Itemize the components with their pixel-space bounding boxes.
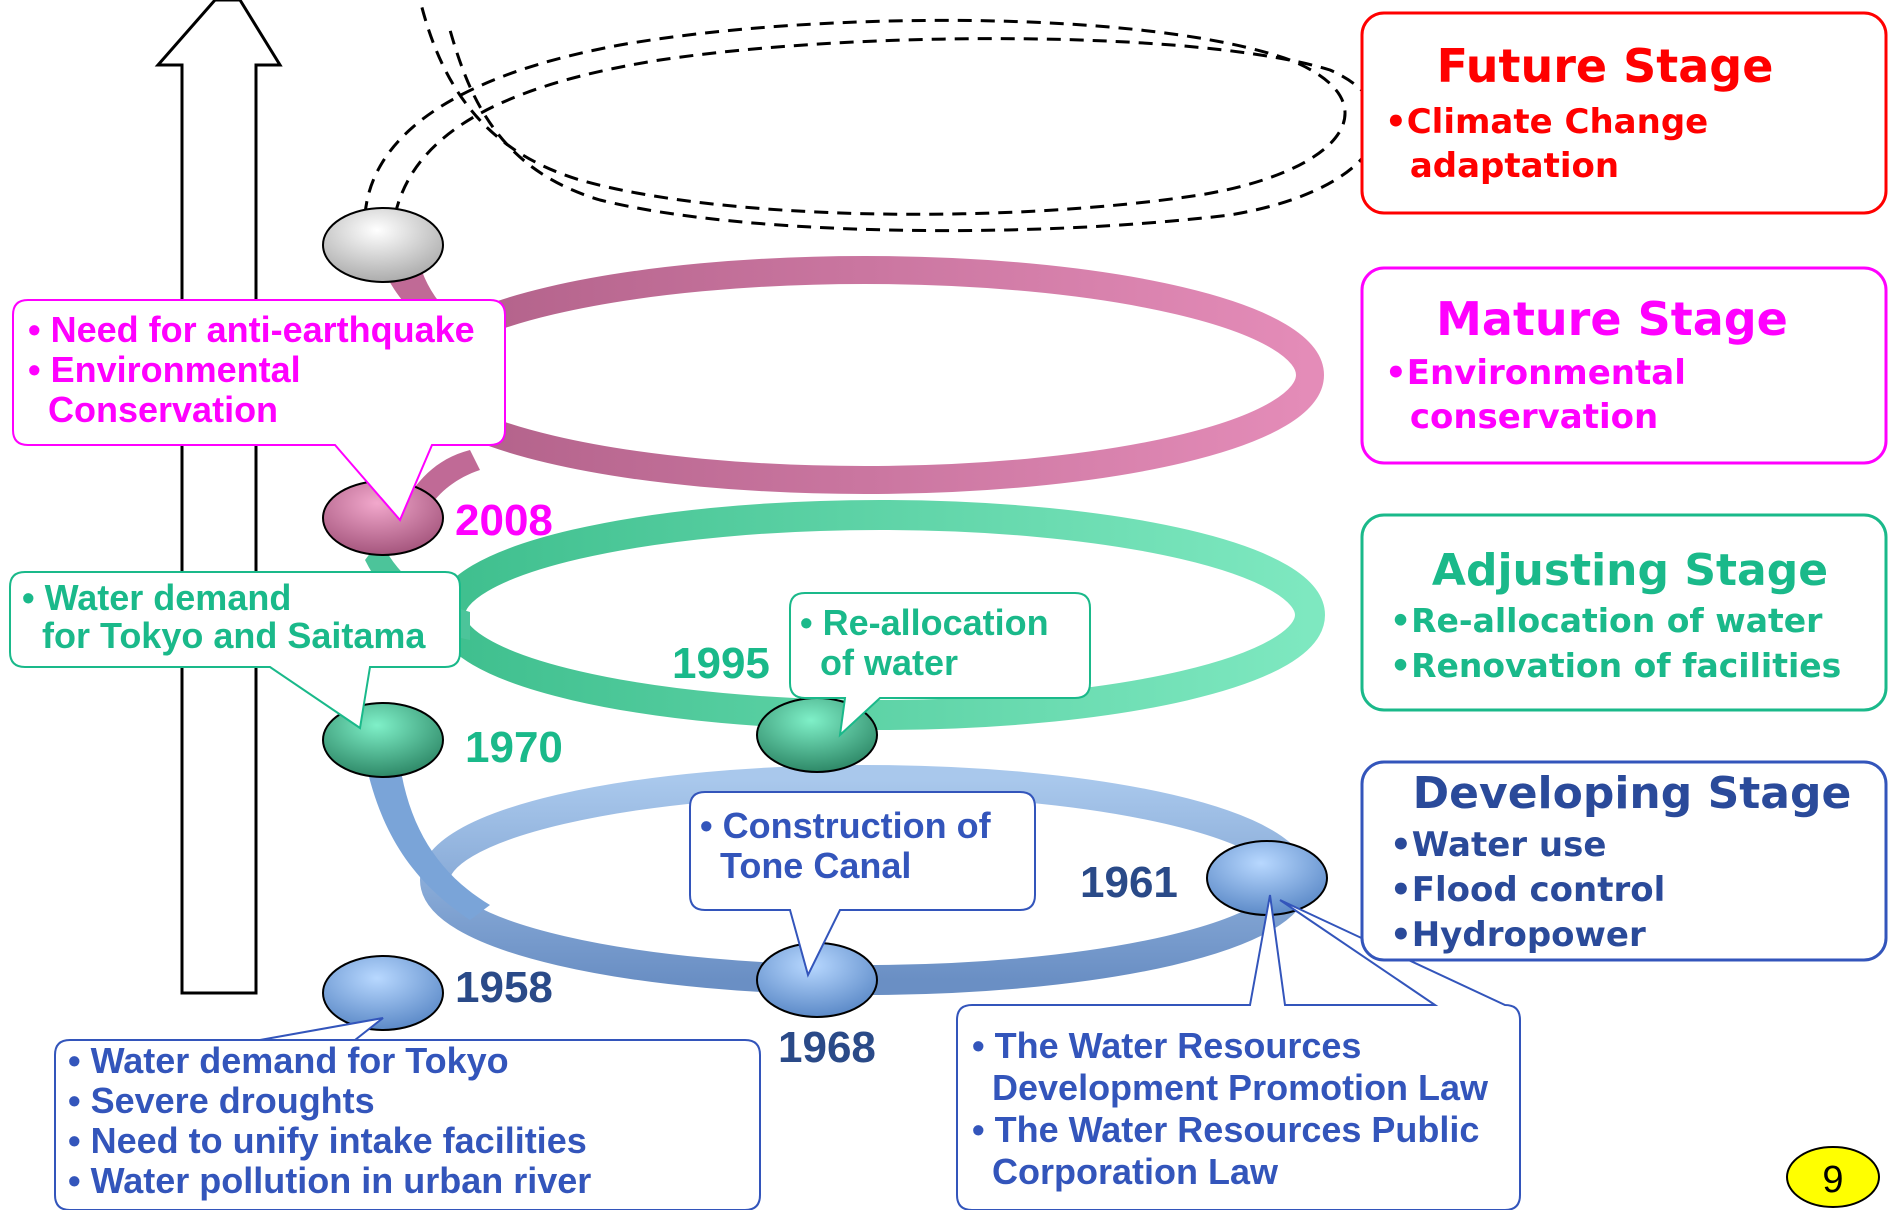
stage-developing-item-1: •Water use <box>1390 825 1606 865</box>
node-1961 <box>1206 840 1328 916</box>
svg-text:•Climate Change adaptat: •Climate Change adaptation <box>1385 102 1720 186</box>
callout-laws-line-2: Development Promotion Law <box>972 1067 1489 1108</box>
stage-box-adjusting: Adjusting Stage •Re-allocation of water … <box>1360 513 1888 712</box>
callout-tokyo-1958-line-2: • Severe droughts <box>68 1080 375 1121</box>
page-number: 9 <box>1822 1159 1843 1201</box>
callout-reallocation: • Re-allocation of water <box>789 592 1091 738</box>
stage-future-item-1: •Climate Change <box>1385 102 1708 142</box>
svg-text:• Water demand for Tokyo: • Water demand for Tokyo • Severe drough… <box>68 1040 597 1201</box>
node-future <box>322 207 444 283</box>
callout-reallocation-line-1: • Re-allocation <box>800 602 1049 643</box>
stage-box-future: Future Stage •Climate Change adaptation <box>1360 11 1888 215</box>
svg-text:• The Water Resources: • The Water Resources Development Promot… <box>972 1025 1498 1192</box>
stage-developing-item-2: •Flood control <box>1390 870 1665 910</box>
stage-box-developing: Developing Stage •Water use •Flood contr… <box>1360 760 1888 962</box>
callout-tokyo-1958-line-1: • Water demand for Tokyo <box>68 1040 509 1081</box>
year-2008: 2008 <box>455 496 553 545</box>
year-1961: 1961 <box>1080 858 1178 907</box>
callout-laws-line-4: Corporation Law <box>972 1151 1279 1192</box>
callout-tokyo-saitama-line-1: • Water demand <box>22 577 291 618</box>
callout-earthquake-line-1: • Need for anti-earthquake <box>28 309 475 350</box>
year-1958: 1958 <box>455 963 553 1012</box>
callout-tokyo-saitama: • Water demand for Tokyo and Saitama <box>9 571 461 730</box>
svg-text:• Need for anti-earthquake: • Need for anti-earthquake • Environment… <box>28 309 485 430</box>
svg-text:• Water demand for Tok: • Water demand for Tokyo and Saitama <box>22 577 426 656</box>
svg-text:• Construction of Tone: • Construction of Tone Canal <box>700 805 1001 886</box>
stage-future-item-2: adaptation <box>1398 146 1619 186</box>
callout-tone-canal-line-1: • Construction of <box>700 805 992 846</box>
stage-title-future: Future Stage <box>1437 39 1774 93</box>
callout-tone-canal: • Construction of Tone Canal <box>689 791 1036 978</box>
stage-mature-item-2: conservation <box>1398 397 1658 437</box>
svg-text:•Environmental conserva: •Environmental conservation <box>1385 353 1698 437</box>
callout-reallocation-line-2: of water <box>800 642 958 683</box>
stage-box-mature: Mature Stage •Environmental conservation <box>1360 266 1888 465</box>
stage-title-mature: Mature Stage <box>1436 292 1788 346</box>
year-1968: 1968 <box>778 1023 876 1072</box>
stage-adjusting-item-2: •Renovation of facilities <box>1390 646 1841 685</box>
node-1958 <box>322 955 444 1031</box>
page-number-badge: 9 <box>1786 1146 1880 1208</box>
callout-laws-line-1: • The Water Resources <box>972 1025 1361 1066</box>
svg-text:•Re-allocation of water: •Re-allocation of water •Renovation of f… <box>1390 601 1841 685</box>
stage-adjusting-item-1: •Re-allocation of water <box>1390 601 1823 640</box>
callout-tokyo-1958-line-3: • Need to unify intake facilities <box>68 1120 587 1161</box>
callout-laws-line-3: • The Water Resources Public <box>972 1109 1479 1150</box>
callout-earthquake-line-3: Conservation <box>28 389 278 430</box>
year-1995: 1995 <box>672 639 770 688</box>
callout-tokyo-saitama-line-2: for Tokyo and Saitama <box>22 615 426 656</box>
stage-title-adjusting: Adjusting Stage <box>1432 545 1828 596</box>
stage-developing-item-3: •Hydropower <box>1390 915 1646 955</box>
svg-text:•Water use •Flood contro: •Water use •Flood control •Hydropower <box>1390 825 1677 955</box>
stage-title-developing: Developing Stage <box>1413 768 1852 819</box>
callout-earthquake: • Need for anti-earthquake • Environment… <box>12 299 506 522</box>
callout-earthquake-line-2: • Environmental <box>28 349 301 390</box>
year-1970: 1970 <box>465 723 563 772</box>
mature-ring <box>380 256 1324 525</box>
future-ring <box>363 0 1380 233</box>
svg-text:• Re-allocation of wat: • Re-allocation of water <box>800 602 1059 683</box>
up-arrow-icon <box>154 0 283 995</box>
callout-tokyo-1958: • Water demand for Tokyo • Severe drough… <box>54 1017 761 1210</box>
stage-mature-item-1: •Environmental <box>1385 353 1686 393</box>
callout-laws: • The Water Resources Development Promot… <box>956 894 1521 1210</box>
callout-tokyo-1958-line-4: • Water pollution in urban river <box>68 1160 591 1201</box>
callout-tone-canal-line-2: Tone Canal <box>700 845 911 886</box>
